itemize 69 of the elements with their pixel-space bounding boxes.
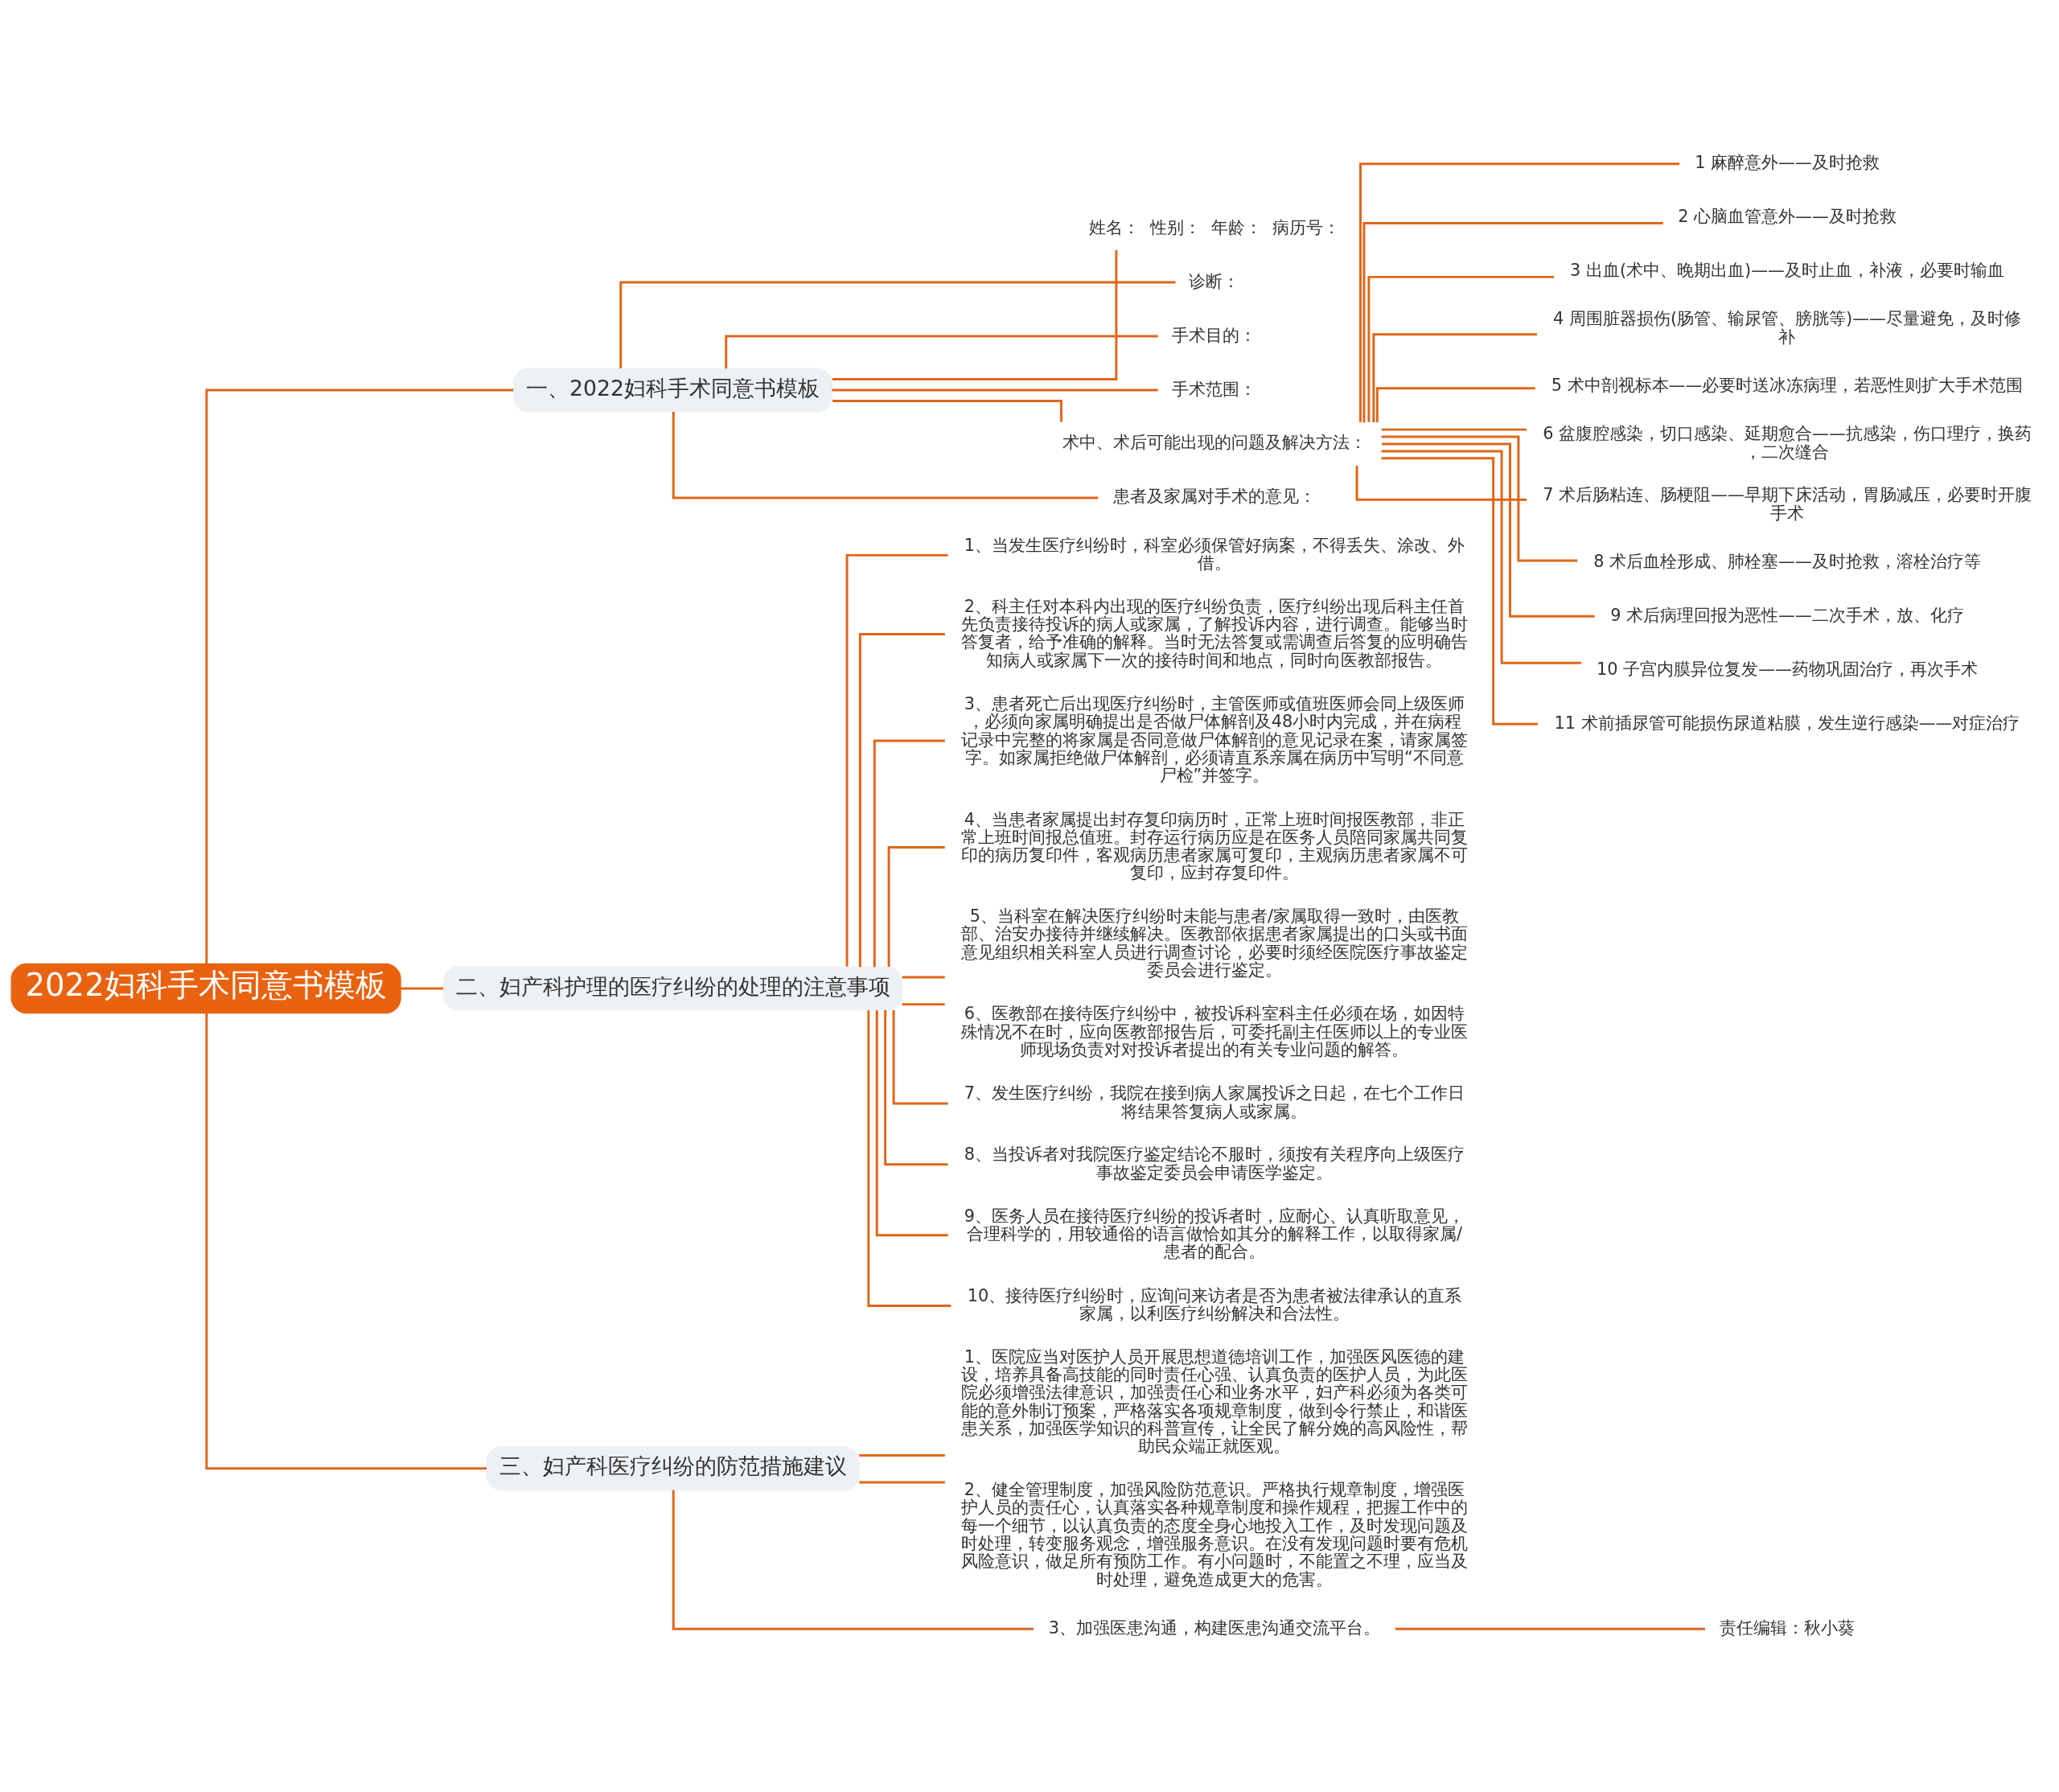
connector xyxy=(845,553,948,967)
connector xyxy=(858,632,945,967)
connector xyxy=(884,1009,948,1165)
node-text: 9 术后病理回报为恶性——二次手术，放、化疗 xyxy=(1610,605,1964,625)
node-text: 3 出血(术中、晚期出血)——及时止血，补液，必要时输血 xyxy=(1570,260,2004,280)
node-text: 2、科主任对本科内出现的医疗纠纷负责，医疗纠纷出现后科主任首先负责接待投诉的病人或家属，了解投诉内容，进行调查。能够当时答复者，给予准确的解释。当时无法答复或需调查后答复的应明确告知病人或家属下一次的接待时间和地点，同时向医教部报告。 xyxy=(960,596,1468,670)
connector xyxy=(873,739,945,967)
node-text: 10 子宫内膜异位复发——药物巩固治疗，再次手术 xyxy=(1597,659,1978,679)
node-text: 11 术前插尿管可能损伤尿道粘膜，发生逆行感染——对症治疗 xyxy=(1554,713,2020,733)
node-text: 7、发生医疗纠纷，我院在接到病人家属投诉之日起，在七个工作日将结果答复病人或家属。 xyxy=(964,1083,1465,1121)
connector xyxy=(867,1009,951,1307)
connector xyxy=(887,845,945,967)
connector xyxy=(1375,386,1535,422)
connector xyxy=(902,1002,945,1005)
connector xyxy=(1395,1627,1706,1630)
node-text: 8、当投诉者对我院医疗鉴定结论不服时，须按有关程序向上级医疗事故鉴定委员会申请医学鉴定。 xyxy=(964,1144,1465,1182)
node-text: 10、接待医疗纠纷时，应询问来访者是否为患者被法律承认的直系家属，以利医疗纠纷解决和合法性。 xyxy=(967,1285,1462,1323)
connector xyxy=(672,411,1099,499)
node-text: 3、加强医患沟通，构建医患沟通交流平台。 xyxy=(1048,1617,1381,1638)
connector xyxy=(1367,275,1555,422)
node-text: 8 术后血栓形成、肺栓塞——及时抢救，溶栓治疗等 xyxy=(1593,551,1981,571)
node-text: 9、医务人员在接待医疗纠纷的投诉者时，应耐心、认真听取意见，合理科学的，用较通俗的语言做恰如其分的解释工作，以取得家属/患者的配合。 xyxy=(964,1206,1465,1261)
node-text: 1、医院应当对医护人员开展思想道德培训工作，加强医风医德的建设，培养具备高技能的同时责任心强、认真负责的医护人员，为此医院必须增强法律意识，加强责任心和业务水平，妇产科必须为各类可能的意外制订预案，严格落实各项规章制度，做到令行禁止，和谐医患关系，加强医学知识的科普宣传，让全民了解分娩的高风险性，帮助民众端正就医观。 xyxy=(960,1346,1468,1456)
node-text: 5、当科室在解决医疗纠纷时未能与患者/家属取得一致时，由医教部、治安办接待并继续解决。医教部依据患者家属提出的口头或书面意见组织相关科室人员进行调查讨论，必要时须经医院医疗事故鉴定委员会进行鉴定。 xyxy=(960,906,1468,980)
connector xyxy=(1372,332,1538,422)
node-text: 1 麻醉意外——及时抢救 xyxy=(1695,152,1880,172)
node-text: 6、医教部在接待医疗纠纷中，被投诉科室科主任必须在场，如因特殊情况不在时，应向医教部报告后，可委托副主任医师以上的专业医师现场负责对对投诉者提出的有关专业问题的解答。 xyxy=(960,1003,1468,1059)
connector xyxy=(832,249,1118,380)
node-text: 2、健全管理制度，加强风险防范意识。严格执行规章制度，增强医护人员的责任心，认真落实各种规章制度和操作规程，把握工作中的每一个细节，以认真负责的态度全身心地投入工作，及时发现问题及时处理，转变服务观念，增强服务意识。在没有发现问题时要有危机风险意识，做足所有预防工作。有小问题时，不能置之不理，应当及时处理，避免造成更大的危害。 xyxy=(960,1479,1468,1589)
connector xyxy=(859,1480,945,1483)
node-text: 责任编辑：秋小葵 xyxy=(1720,1617,1856,1638)
node-text: 7 术后肠粘连、肠梗阻——早期下床活动，胃肠减压，必要时开腹手术 xyxy=(1543,484,2032,523)
connector xyxy=(875,1009,948,1236)
node-text: 术中、术后可能出现的问题及解决方法： xyxy=(1062,432,1367,452)
connector xyxy=(902,975,945,978)
connector xyxy=(1381,442,1595,618)
connector xyxy=(672,1490,1034,1630)
node-box: 一、2022妇科手术同意书模板 xyxy=(512,367,833,413)
node-box: 2022妇科手术同意书模板 xyxy=(10,963,401,1013)
node-box: 二、妇产科护理的医疗纠纷的处理的注意事项 xyxy=(442,966,903,1011)
node-text: 4、当患者家属提出封存复印病历时，正常上班时间报医教部，非正常上班时间报总值班。封存运行病历应是在医务人员陪同家属共同复印的病历复印件，客观病历患者家属可复印，主观病历患者家属不可复印，应封存复印件。 xyxy=(960,809,1468,882)
connector xyxy=(619,281,1176,368)
connector xyxy=(401,987,444,990)
connector xyxy=(1362,221,1663,422)
connector xyxy=(1359,162,1680,422)
connector xyxy=(892,1009,948,1104)
connector xyxy=(1355,465,1527,501)
connector xyxy=(205,1013,487,1469)
node-text: 患者及家属对手术的意见： xyxy=(1112,486,1316,506)
node-box: 三、妇产科医疗纠纷的防范措施建议 xyxy=(486,1445,860,1490)
connector xyxy=(1381,449,1581,664)
connector xyxy=(205,388,514,964)
node-text: 手术范围： xyxy=(1172,379,1257,399)
node-text: 诊断： xyxy=(1189,271,1240,291)
connector xyxy=(859,1453,945,1457)
node-text: 手术目的： xyxy=(1172,325,1257,345)
node-text: 2 心脑血管意外——及时抢救 xyxy=(1678,206,1897,226)
node-text: 1、当发生医疗纠纷时，科室必须保管好病案，不得丢失、涂改、外借。 xyxy=(964,535,1465,573)
node-text: 姓名： 性别： 年龄： 病历号： xyxy=(1088,217,1341,237)
node-text: 5 术中剖视标本——必要时送冰冻病理，若恶性则扩大手术范围 xyxy=(1551,375,2024,395)
connector xyxy=(832,388,1158,391)
connector xyxy=(1381,428,1527,431)
node-text: 6 盆腹腔感染，切口感染、延期愈合——抗感染，伤口理疗，换药，二次缝合 xyxy=(1543,423,2032,462)
connector xyxy=(725,335,1158,368)
node-text: 3、患者死亡后出现医疗纠纷时，主管医师或值班医师会同上级医师，必须向家属明确提出是否做尸体解剖及48小时内完成，并在病程记录中完整的将家属是否同意做尸体解剖的意见记录在案，请家属签字。如家属拒绝做尸体解剖，必须请直系亲属在病历中写明“不同意尸检”并签字。 xyxy=(960,693,1468,785)
node-text: 4 周围脏器损伤(肠管、输尿管、膀胱等)——尽量避免，及时修补 xyxy=(1553,308,2021,347)
connector xyxy=(1381,435,1578,562)
connector xyxy=(832,399,1062,422)
connector xyxy=(1381,456,1539,725)
